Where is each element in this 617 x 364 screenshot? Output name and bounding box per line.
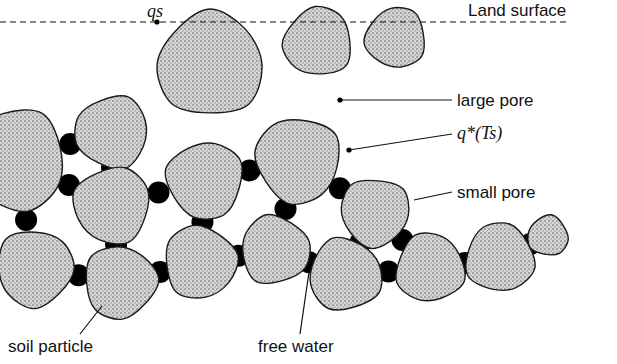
point-marker bbox=[337, 97, 342, 102]
soil-particle bbox=[0, 232, 74, 309]
leader-line bbox=[349, 134, 452, 150]
soil-particle bbox=[73, 167, 149, 244]
label: soil particle bbox=[8, 338, 93, 355]
leader-line bbox=[80, 306, 102, 334]
soil-particle bbox=[396, 233, 465, 301]
soil-particle bbox=[282, 6, 350, 74]
soil-particle bbox=[310, 237, 382, 310]
soil-particle bbox=[165, 143, 242, 219]
soil-particle bbox=[528, 215, 568, 255]
land-surface-line bbox=[0, 21, 568, 22]
label: large pore bbox=[457, 92, 534, 109]
soil-particle bbox=[166, 225, 238, 298]
soil-particle bbox=[0, 110, 62, 212]
soil-particle bbox=[75, 96, 147, 169]
free-water-film bbox=[148, 182, 170, 204]
label: small pore bbox=[457, 184, 535, 201]
free-water-film bbox=[15, 209, 37, 231]
soil-particle bbox=[243, 215, 310, 284]
point-markers bbox=[154, 19, 351, 152]
leader-line bbox=[414, 192, 452, 200]
leader-lines bbox=[80, 100, 452, 334]
soil-particle bbox=[364, 8, 424, 68]
soil-particle bbox=[255, 120, 339, 204]
soil-particle bbox=[157, 9, 262, 113]
label: Land surface bbox=[468, 2, 566, 19]
label: q*(Ts) bbox=[457, 124, 502, 142]
point-marker bbox=[154, 19, 159, 24]
soil-particle bbox=[86, 247, 158, 320]
label: qs bbox=[147, 2, 163, 20]
leader-line bbox=[300, 272, 309, 334]
soil-particle bbox=[341, 180, 409, 248]
point-marker bbox=[346, 147, 351, 152]
leader-line bbox=[340, 99, 452, 100]
label: free water bbox=[258, 338, 334, 355]
soil-particles bbox=[0, 6, 568, 319]
soil-particle bbox=[466, 223, 535, 290]
